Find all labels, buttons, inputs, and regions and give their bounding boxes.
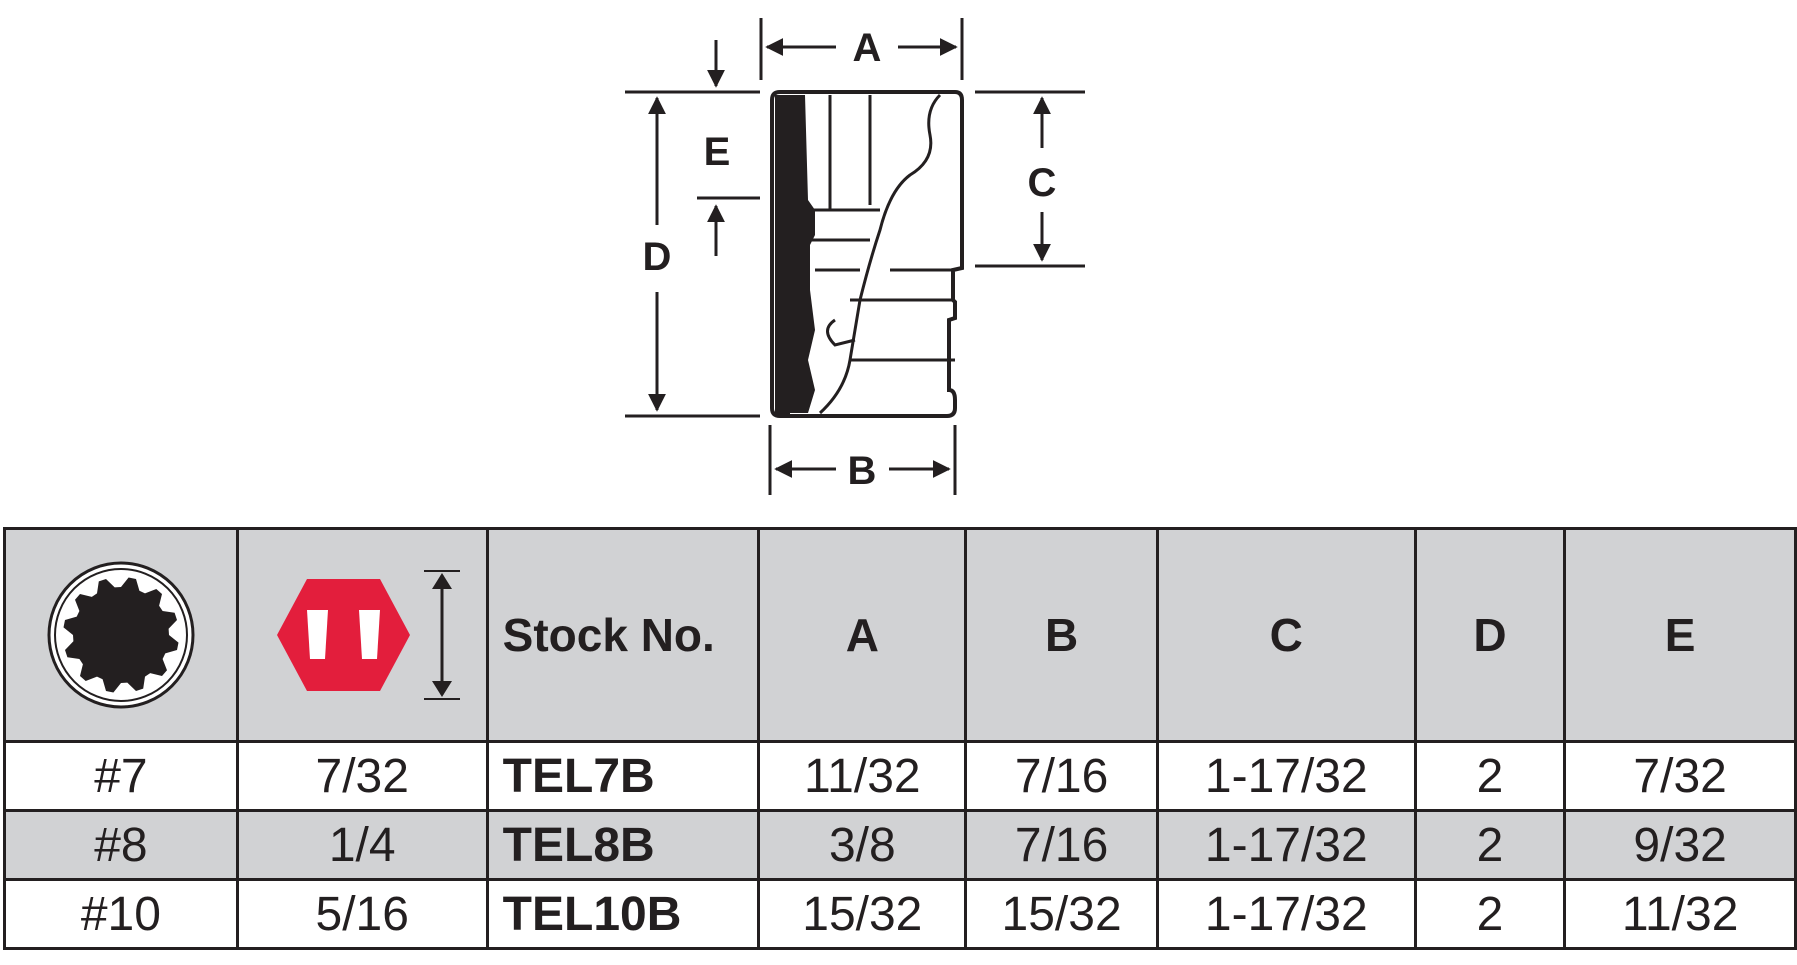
- header-cell-socket: [3, 527, 239, 743]
- dimension-label-b: B: [848, 449, 877, 493]
- spec-table: Stock No. A B C D E #7 7/32 TEL7B 11/32 …: [3, 527, 1797, 950]
- cell-d: 2: [1413, 878, 1567, 950]
- cell-stock-no: TEL10B: [485, 878, 761, 950]
- socket-illustration: [770, 90, 964, 418]
- table-header-row: Stock No. A B C D E: [3, 527, 1797, 743]
- cell-c: 1-17/32: [1155, 740, 1417, 812]
- cell-fraction: 7/32: [235, 740, 489, 812]
- cell-fraction: 5/16: [235, 878, 489, 950]
- header-c: C: [1155, 527, 1417, 743]
- dimension-label-a: A: [853, 26, 882, 70]
- cell-c: 1-17/32: [1155, 809, 1417, 881]
- cell-fraction: 1/4: [235, 809, 489, 881]
- cell-a: 3/8: [757, 809, 968, 881]
- dimension-label-e: E: [704, 130, 731, 174]
- cell-e: 11/32: [1563, 878, 1797, 950]
- cell-e: 9/32: [1563, 809, 1797, 881]
- cell-c: 1-17/32: [1155, 878, 1417, 950]
- twelve-point-socket-icon: [47, 561, 195, 709]
- table-row: #8 1/4 TEL8B 3/8 7/16 1-17/32 2 9/32: [3, 809, 1797, 881]
- header-stock-no: Stock No.: [485, 527, 761, 743]
- cell-d: 2: [1413, 740, 1567, 812]
- cell-size: #7: [3, 740, 239, 812]
- header-a: A: [757, 527, 968, 743]
- header-d: D: [1413, 527, 1567, 743]
- dimension-label-c: C: [1028, 161, 1057, 205]
- cell-stock-no: TEL8B: [485, 809, 761, 881]
- header-cell-hex-size: [235, 527, 489, 743]
- dimension-label-d: D: [643, 235, 672, 279]
- cell-stock-no: TEL7B: [485, 740, 761, 812]
- socket-opening-shape: [63, 577, 179, 693]
- cell-a: 11/32: [757, 740, 968, 812]
- socket-dimension-diagram: A B C D E: [625, 18, 1085, 495]
- header-b: B: [964, 527, 1159, 743]
- cell-d: 2: [1413, 809, 1567, 881]
- table-row: #7 7/32 TEL7B 11/32 7/16 1-17/32 2 7/32: [3, 740, 1797, 812]
- header-e: E: [1563, 527, 1797, 743]
- cell-b: 15/32: [964, 878, 1159, 950]
- cell-b: 7/16: [964, 809, 1159, 881]
- cell-a: 15/32: [757, 878, 968, 950]
- cell-size: #8: [3, 809, 239, 881]
- table-row: #10 5/16 TEL10B 15/32 15/32 1-17/32 2 11…: [3, 878, 1797, 950]
- cell-b: 7/16: [964, 740, 1159, 812]
- cell-size: #10: [3, 878, 239, 950]
- hex-size-dimension-icon: [277, 570, 461, 700]
- cell-e: 7/32: [1563, 740, 1797, 812]
